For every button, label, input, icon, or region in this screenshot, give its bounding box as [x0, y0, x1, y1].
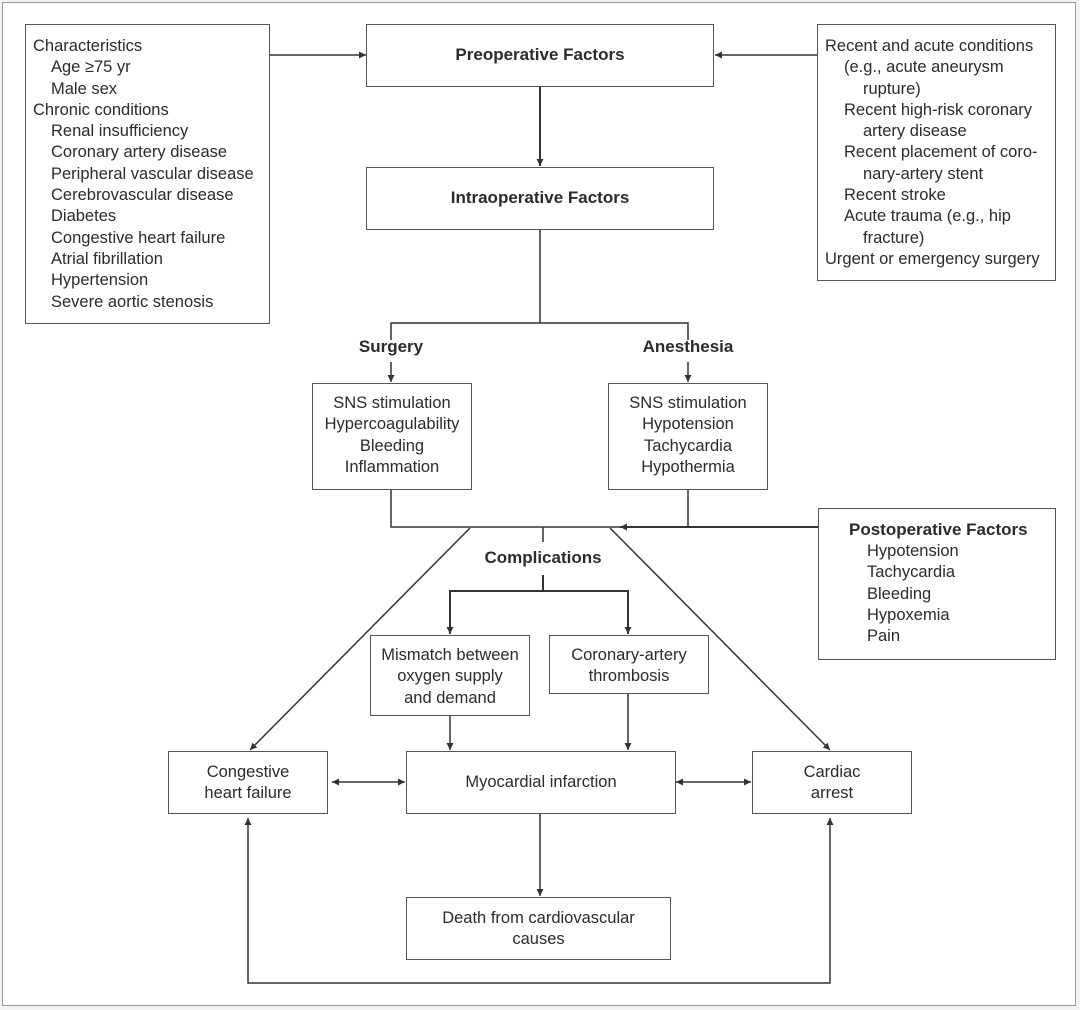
death-text: Death from cardiovascular causes	[406, 908, 671, 951]
thrombosis-line: Coronary-artery	[571, 646, 687, 664]
recent-conditions-line: Recent high-risk coronary	[844, 100, 1032, 119]
recent-conditions-line: nary-artery stent	[863, 164, 984, 183]
postoperative-item: Tachycardia	[867, 563, 956, 582]
characteristics-line: Diabetes	[51, 207, 117, 226]
chf-box	[168, 751, 328, 814]
recent-conditions-line: Recent stroke	[844, 186, 946, 205]
arrest-line: Cardiac	[803, 763, 861, 781]
recent-conditions-line: fracture)	[863, 228, 925, 247]
postoperative-title: Postoperative Factors	[849, 520, 1028, 539]
death-box	[406, 897, 671, 960]
line-merge	[390, 490, 689, 528]
mi-box	[406, 751, 676, 814]
recent-conditions-line: Urgent or emergency surgery	[825, 249, 1040, 268]
surgery-box	[312, 383, 472, 490]
characteristics-line: Hypertension	[51, 271, 149, 290]
postoperative-item: Pain	[867, 627, 901, 646]
characteristics-line: Chronic conditions	[33, 100, 169, 119]
surgery-items: SNS stimulation Hypercoagulability Bleed…	[312, 393, 472, 478]
surgery-label: Surgery	[358, 337, 424, 356]
characteristics-line: Coronary artery disease	[51, 143, 228, 162]
recent-conditions-line: artery disease	[863, 122, 967, 141]
death-line: causes	[512, 930, 565, 949]
arrow-to-thrombosis	[543, 590, 632, 634]
surgery-item: Hypercoagulability	[324, 415, 460, 434]
anesthesia-item: Hypothermia	[641, 457, 735, 476]
anesthesia-item: SNS stimulation	[629, 394, 747, 412]
arrow-to-arrest	[609, 527, 831, 751]
characteristics-line: Severe aortic stenosis	[51, 292, 214, 311]
characteristics-line: Renal insufficiency	[51, 122, 189, 141]
mi-label: Myocardial infarction	[465, 773, 617, 791]
recent-conditions-box	[817, 24, 1056, 281]
mismatch-text: Mismatch between oxygen supply and deman…	[370, 645, 530, 709]
anesthesia-label: Anesthesia	[642, 337, 734, 356]
recent-conditions-list: Recent and acute conditions (e.g., acute …	[825, 36, 1040, 270]
arrow-chf-arrest-loop	[244, 818, 834, 984]
death-line: Death from cardiovascular	[442, 909, 635, 927]
complications-label: Complications	[484, 548, 602, 567]
characteristics-line: Congestive heart failure	[51, 228, 226, 247]
mismatch-line: and demand	[404, 688, 496, 707]
mismatch-line: oxygen supply	[397, 667, 503, 686]
postoperative-box	[818, 508, 1056, 660]
chf-line: heart failure	[204, 784, 292, 803]
surgery-item: SNS stimulation	[333, 394, 451, 412]
intraoperative-title: Intraoperative Factors	[450, 188, 630, 207]
intraoperative-box	[366, 167, 714, 230]
recent-conditions-line: rupture)	[863, 79, 921, 98]
arrow-to-chf	[249, 527, 471, 751]
postoperative-item: Hypoxemia	[867, 605, 950, 624]
characteristics-box	[25, 24, 270, 324]
arrest-text: Cardiac arrest	[752, 762, 912, 805]
arrest-line: arrest	[810, 784, 854, 803]
characteristics-line: Cerebrovascular disease	[51, 186, 234, 205]
characteristics-line: Atrial fibrillation	[51, 249, 163, 268]
characteristics-line: Characteristics	[33, 37, 143, 55]
line-split-surgery-anesthesia	[390, 322, 689, 340]
chf-text: Congestive heart failure	[168, 762, 328, 805]
characteristics-line: Male sex	[51, 79, 118, 98]
postoperative-item: Bleeding	[867, 584, 932, 603]
surgery-item: Inflammation	[344, 457, 440, 476]
mismatch-line: Mismatch between	[381, 646, 519, 664]
recent-conditions-line: Recent and acute conditions	[825, 37, 1034, 55]
preoperative-box	[366, 24, 714, 87]
anesthesia-item: Tachycardia	[643, 436, 733, 455]
anesthesia-box	[608, 383, 768, 490]
arrest-box	[752, 751, 912, 814]
chf-line: Congestive	[206, 763, 290, 781]
anesthesia-item: Hypotension	[642, 415, 734, 434]
recent-conditions-line: Acute trauma (e.g., hip	[844, 207, 1011, 226]
thrombosis-text: Coronary-artery thrombosis	[549, 645, 709, 688]
characteristics-line: Peripheral vascular disease	[51, 164, 254, 183]
thrombosis-line: thrombosis	[588, 667, 670, 686]
surgery-item: Bleeding	[359, 436, 425, 455]
arrow-to-mismatch	[446, 575, 544, 634]
preoperative-title: Preoperative Factors	[455, 45, 625, 64]
recent-conditions-line: (e.g., acute aneurysm	[844, 58, 1004, 77]
mismatch-box	[370, 635, 530, 716]
postoperative-item: Hypotension	[867, 542, 959, 560]
thrombosis-box	[549, 635, 709, 694]
postoperative-items: Hypotension Tachycardia Bleeding Hypoxem…	[867, 541, 959, 647]
characteristics-line: Age ≥75 yr	[51, 58, 131, 77]
recent-conditions-line: Recent placement of coro-	[844, 143, 1038, 162]
anesthesia-items: SNS stimulation Hypotension Tachycardia …	[608, 393, 768, 478]
